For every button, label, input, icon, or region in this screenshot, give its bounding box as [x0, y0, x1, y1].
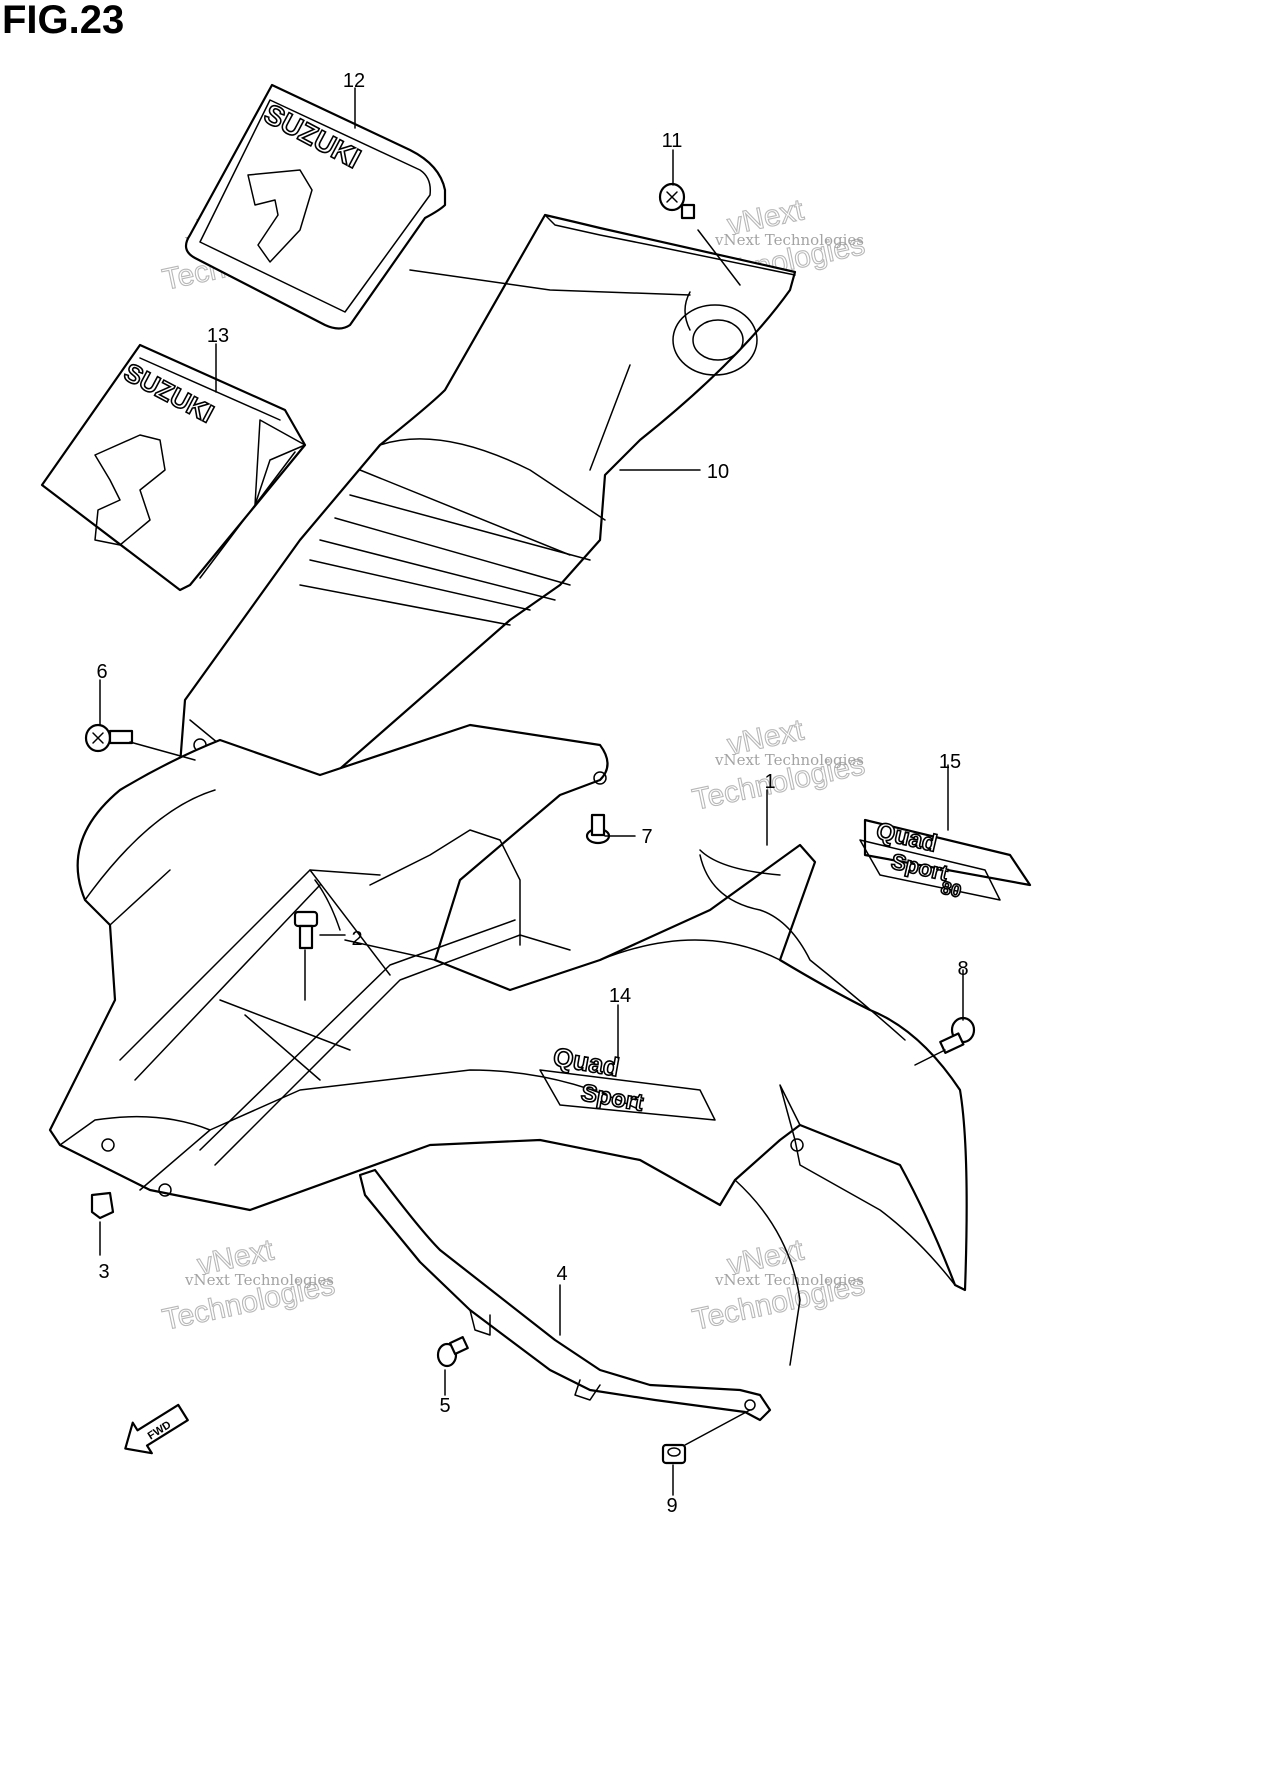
- decal-quad-sport: Quad Sport: [539, 1041, 716, 1121]
- screw-6: [84, 723, 134, 753]
- decal-suzuki-upper: SUZUKI: [184, 83, 447, 330]
- svg-text:vNext Technologies: vNext Technologies: [714, 751, 864, 769]
- callout-8: 8: [957, 958, 968, 980]
- watermark-bottom-left: Technologies vNext Technologies vNext: [159, 1233, 338, 1337]
- callout-12: 12: [343, 70, 365, 92]
- figure-title: FIG.23: [2, 0, 125, 42]
- callout-4: 4: [556, 1263, 567, 1285]
- forward-arrow-icon: FWD: [124, 1403, 189, 1455]
- svg-text:vNext Technologies: vNext Technologies: [714, 1271, 864, 1289]
- watermark-mid-right: Technologies vNext Technologies vNext: [689, 713, 868, 817]
- callout-10: 10: [707, 461, 729, 483]
- callout-14: 14: [609, 985, 631, 1007]
- callout-9: 9: [666, 1495, 677, 1517]
- callout-15: 15: [939, 751, 961, 773]
- bolt-2: [293, 910, 319, 950]
- fender-brace: [358, 1168, 772, 1422]
- callout-3: 3: [98, 1261, 109, 1283]
- callout-numbers: 1 2 3 4 5 6 7 8 9 10 11 12 13 14 15: [96, 70, 968, 1517]
- screw-11: [658, 182, 696, 220]
- callout-1: 1: [764, 771, 775, 793]
- callout-2: 2: [351, 928, 362, 950]
- leader-lines: [99, 87, 964, 1496]
- bolt-5: [436, 1336, 469, 1368]
- bolt-8: [939, 1016, 976, 1054]
- bolt-7: [585, 813, 611, 845]
- nut-9: [661, 1443, 687, 1465]
- decal-suzuki-lower: SUZUKI: [40, 343, 307, 592]
- callout-5: 5: [439, 1395, 450, 1417]
- front-fender: [48, 723, 968, 1366]
- svg-text:vNext Technologies: vNext Technologies: [714, 231, 864, 249]
- svg-text:vNext Technologies: vNext Technologies: [184, 1271, 334, 1289]
- decal-quad-sport-80: Quad Sport 80: [859, 817, 1032, 902]
- clip-3: [90, 1191, 115, 1220]
- callout-7: 7: [641, 826, 652, 848]
- callout-6: 6: [96, 661, 107, 683]
- watermark-bottom-right: Technologies vNext Technologies vNext: [689, 1233, 868, 1337]
- svg-text:80: 80: [939, 877, 963, 901]
- callout-11: 11: [662, 130, 683, 152]
- callout-13: 13: [207, 325, 229, 347]
